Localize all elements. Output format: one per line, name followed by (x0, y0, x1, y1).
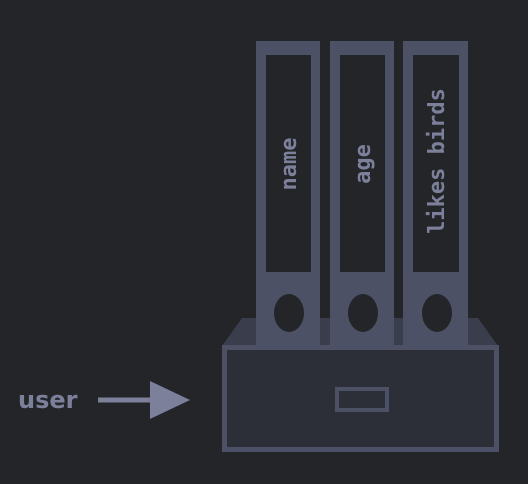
drawer (222, 345, 499, 452)
binder-label: likes birds (425, 88, 450, 234)
drawer-handle (335, 387, 389, 412)
binder-name: name (256, 41, 320, 346)
binder-likes-birds: likes birds (403, 41, 468, 346)
binder-label: age (351, 144, 376, 184)
arrow-icon (98, 381, 190, 419)
variable-label: user (18, 386, 78, 414)
binder-label: name (277, 138, 302, 191)
binder-age: age (330, 41, 394, 346)
